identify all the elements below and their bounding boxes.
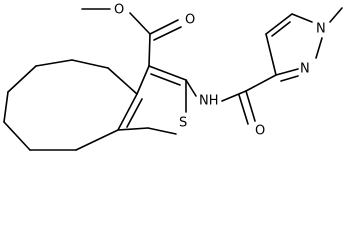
- bond-nh-camide: [221, 90, 247, 102]
- bond-c3-cester: [148, 33, 151, 67]
- bond-c7a-s-link: [117, 127, 149, 131]
- bond-c3-c2-double: [150, 73, 181, 86]
- bond-pyr-c4-c3: [265, 33, 277, 76]
- atom-pyrazole-n2: N: [300, 62, 310, 77]
- bond-pyr-c5-c4: [265, 13, 293, 35]
- bond-c2-nh: [185, 79, 197, 97]
- bond-ring8-2: [71, 59, 109, 69]
- bond-pyr-c3-n2: [275, 68, 299, 76]
- atom-labels: O O S NH O N N: [114, 3, 326, 139]
- bond-ring8-1: [107, 67, 138, 95]
- bond-camide-o-b: [238, 94, 249, 125]
- bond-c7a-c3a-double: [126, 98, 143, 128]
- bond-pyr-c3-n2-double: [280, 75, 299, 82]
- bond-pyr-n2-n1: [315, 37, 323, 59]
- atom-ester-carbonyl-o: O: [185, 13, 195, 28]
- bond-camide-pyr: [245, 74, 277, 92]
- bond-ring8-8: [75, 129, 119, 151]
- bond-n1-methyl: [329, 7, 343, 23]
- bond-ring8-5: [3, 91, 9, 123]
- bond-camide-o-a: [245, 90, 256, 122]
- bond-c3a-c3: [136, 65, 150, 95]
- bond-pyr-n1-c5: [291, 13, 313, 23]
- bond-c7a-c3a: [117, 93, 138, 131]
- atom-pyrazole-n1: N: [316, 22, 326, 37]
- bond-ring8-3: [35, 59, 73, 67]
- bond-s-c7a: [147, 127, 177, 135]
- bond-c3-c2: [148, 65, 187, 81]
- bond-cester-o: [129, 12, 151, 35]
- bond-cester-o-double-b: [153, 26, 182, 41]
- atom-thiophene-s: S: [179, 116, 187, 131]
- atom-ester-o: O: [114, 3, 124, 18]
- bond-cester-o-double-a: [149, 19, 179, 35]
- structure-svg: O O S NH O N N: [3, 3, 343, 151]
- bond-ring8-4: [7, 65, 37, 93]
- bond-ring8-6: [3, 121, 31, 151]
- bonds: [3, 7, 343, 151]
- atom-amide-nh: NH: [199, 94, 219, 109]
- atom-amide-o: O: [255, 124, 265, 139]
- bond-pyr-c5-c4-double: [271, 21, 291, 37]
- molecule-diagram: O O S NH O N N: [3, 3, 343, 151]
